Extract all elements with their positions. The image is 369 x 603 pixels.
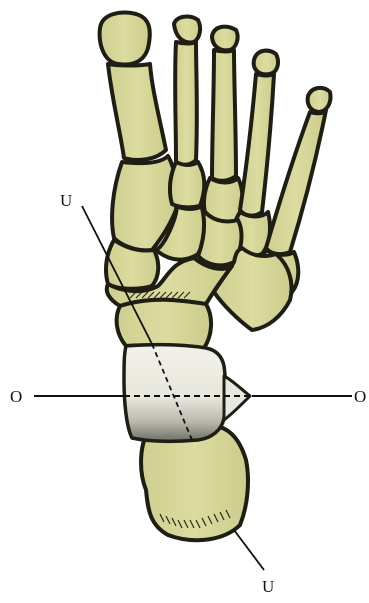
label-u-top: U: [60, 191, 72, 210]
toe-2-phalanges: [175, 42, 197, 165]
talus-cut-face: [124, 345, 226, 442]
label-o-left: O: [10, 387, 22, 406]
label-o-right: O: [354, 387, 366, 406]
label-u-bottom: U: [262, 577, 274, 596]
toe-3-distal-phalanx: [212, 27, 238, 51]
toe-1-distal-phalanx: [100, 13, 150, 65]
metatarsal-2: [170, 162, 204, 207]
toe-2-distal-phalanx: [174, 17, 200, 43]
toe-3-phalanges: [212, 50, 236, 181]
toe-4-distal-phalanx: [254, 51, 278, 75]
talus-head: [117, 300, 211, 348]
